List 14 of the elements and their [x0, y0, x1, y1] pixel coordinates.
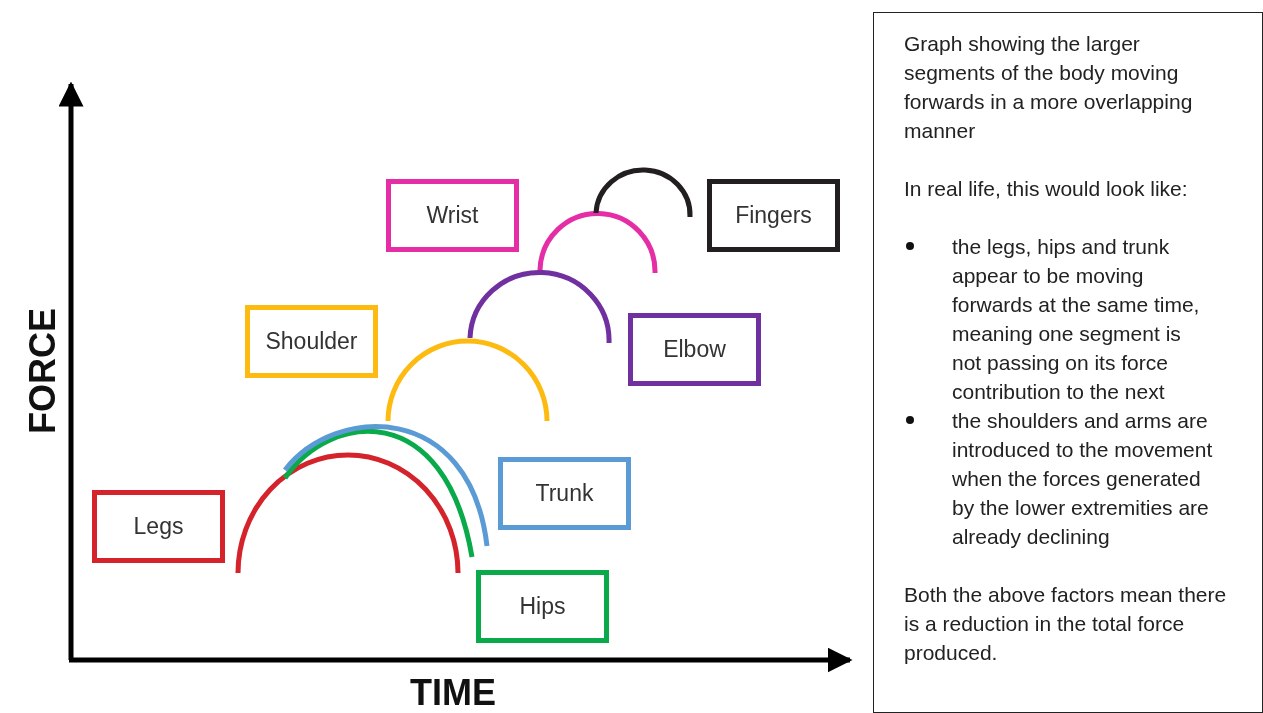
segment-label-box: Trunk: [498, 457, 631, 530]
axis-title: TIME: [410, 672, 496, 713]
segment-label-box: Wrist: [386, 179, 519, 252]
note-paragraph: In real life, this would look like:: [904, 176, 1189, 202]
note-paragraph: Graph showing the larger segments of the body moving forwards in a more overlapping manner: [904, 31, 1194, 144]
note-paragraph: Both the above factors mean there is a reduction in the total force produced.: [904, 582, 1228, 666]
segment-label-box: Legs: [92, 490, 225, 563]
note-panel: [873, 12, 1263, 713]
segment-label-box: Hips: [476, 570, 609, 643]
segment-label-box: Shoulder: [245, 305, 378, 378]
axis-title: FORCE: [22, 308, 64, 434]
segment-label-box: Elbow: [628, 313, 761, 386]
segment-label-box: Fingers: [707, 179, 840, 252]
bullet-text: the shoulders and arms are introduced to the movement when the forces generated by the lower extremities are already declining: [952, 409, 1213, 548]
